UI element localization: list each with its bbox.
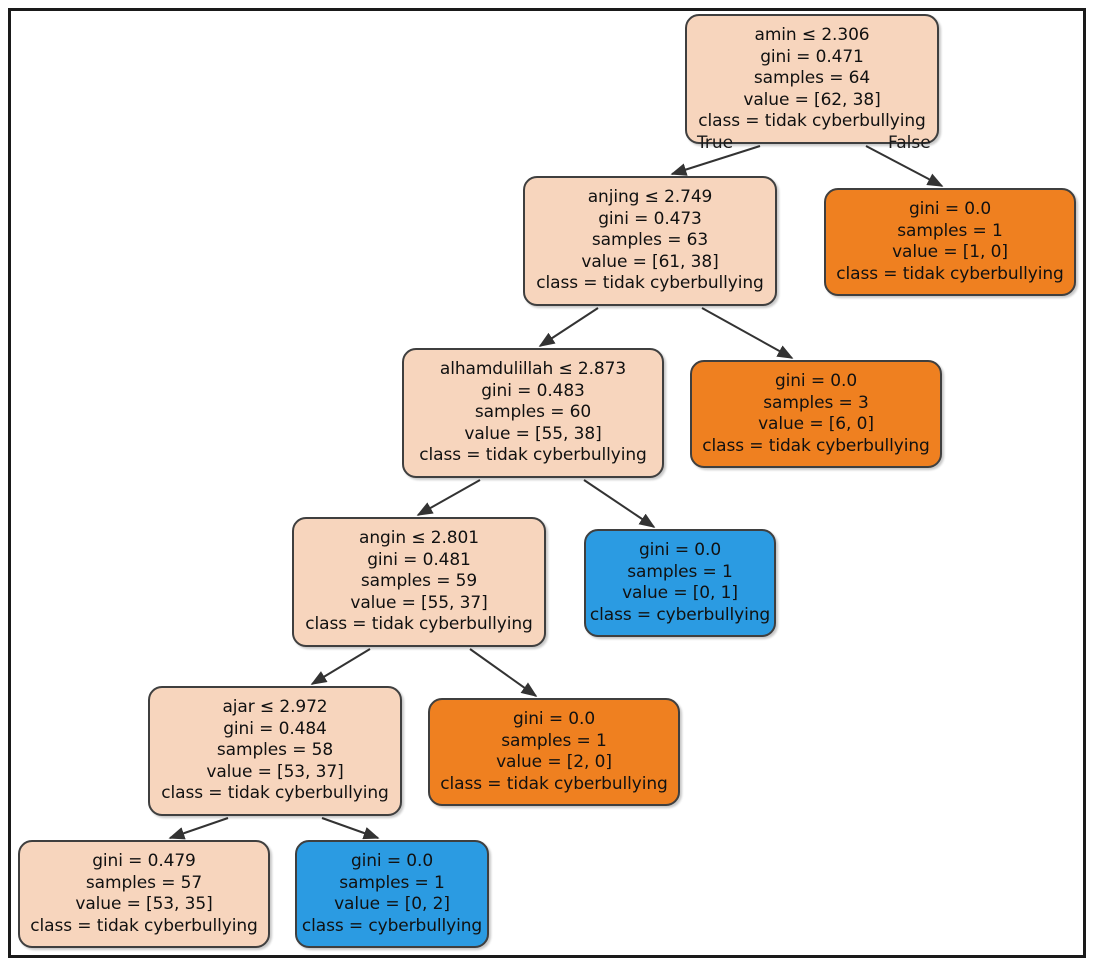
node-text-line: samples = 63 [591,230,709,251]
node-text-line: value = [2, 0] [496,752,612,772]
node-text-line: class = tidak cyberbullying [702,435,930,456]
node-text-line: samples = 3 [763,392,869,413]
node-text-line: gini = 0.0 [350,851,434,871]
edge-label-false: False [888,133,931,153]
node-text-line: class = tidak cyberbullying [836,263,1064,284]
node-text-line: samples = 1 [501,730,607,751]
node-text-line: gini = 0.484 [223,718,327,739]
node-text-line: angin ≤ 2.801 [359,528,479,549]
node-text-line: amin ≤ 2.306 [754,25,870,46]
node-text-line: value = [1, 0] [892,242,1008,262]
node-text-line: value = [0, 2] [334,894,450,914]
node-text-line: value = [62, 38] [743,89,881,110]
node-text-line: class = cyberbullying [589,604,771,625]
node-text-line: gini = 0.0 [908,199,992,219]
node-text-line: samples = 1 [339,872,445,893]
node-text-line: value = [53, 35] [75,894,213,914]
node-text-line: value = [55, 37] [350,592,488,613]
node-text-line: value = [53, 37] [206,761,344,782]
node-text-line: value = [61, 38] [581,251,719,272]
node-text-line: gini = 0.479 [92,851,196,871]
node-text-line: class = tidak cyberbullying [30,915,258,936]
node-text-line: samples = 59 [360,571,478,592]
node-text-line: gini = 0.0 [638,540,722,560]
node-text-line: samples = 1 [897,220,1003,241]
node-text-line: class = tidak cyberbullying [536,273,764,294]
node-text-line: gini = 0.471 [760,46,864,67]
node-text-line: value = [6, 0] [758,414,874,434]
node-text-line: alhamdulillah ≤ 2.873 [439,359,627,380]
node-text-line: samples = 58 [216,740,334,761]
node-text-line: class = tidak cyberbullying [305,614,533,635]
edge-label-true: True [697,133,734,153]
node-text-line: class = tidak cyberbullying [161,783,389,804]
node-text-line: anjing ≤ 2.749 [587,187,713,208]
node-text-line: samples = 57 [85,872,203,893]
node-text-line: samples = 60 [474,402,592,423]
node-text-line: gini = 0.0 [512,709,596,729]
node-text-line: ajar ≤ 2.972 [222,697,328,718]
node-text-line: samples = 1 [627,561,733,582]
node-text-line: value = [0, 1] [622,583,738,603]
node-text-line: class = tidak cyberbullying [419,445,647,466]
node-text-line: value = [55, 38] [464,423,602,444]
node-text-line: gini = 0.473 [598,208,702,229]
node-text-line: class = tidak cyberbullying [698,111,926,132]
node-text-line: gini = 0.483 [481,380,585,401]
node-text-line: class = tidak cyberbullying [440,773,668,794]
node-text-line: class = cyberbullying [301,915,483,936]
node-text-line: samples = 64 [753,68,871,89]
node-text-line: gini = 0.0 [774,371,858,391]
node-text-line: gini = 0.481 [367,549,471,570]
